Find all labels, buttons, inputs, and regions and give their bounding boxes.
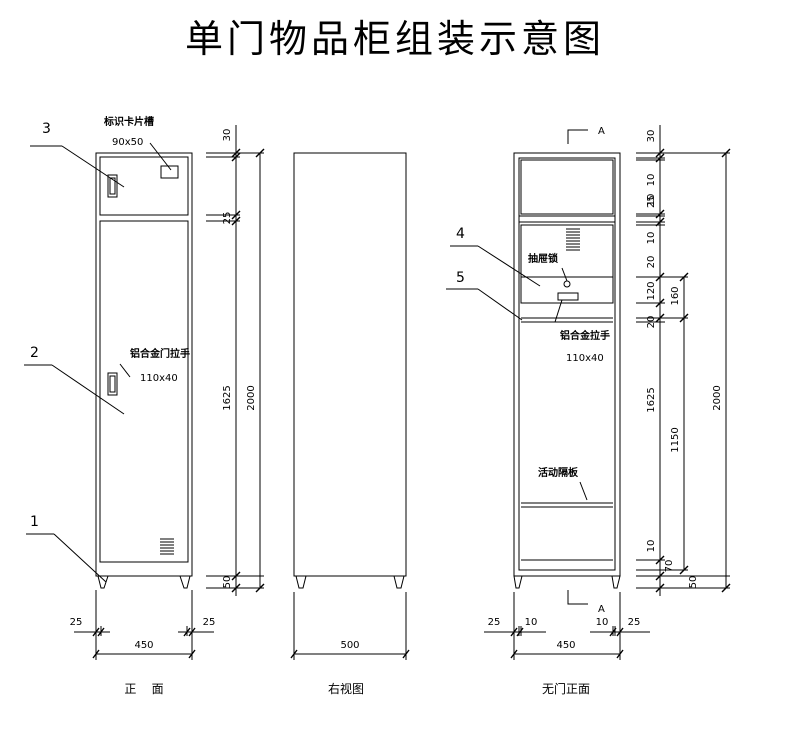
front-dim-25: 25 [222, 212, 233, 225]
open-left-foot [513, 575, 523, 589]
open-dim-10d: 10 [646, 540, 657, 553]
label-card-slot [160, 165, 179, 179]
front-height-dims [206, 125, 265, 596]
open-width-dims [484, 592, 650, 660]
front-dim-w-450: 450 [134, 640, 153, 651]
side-dim-500: 500 [340, 640, 359, 651]
section-mark-bottom [567, 590, 588, 605]
part-number-4: 4 [456, 226, 465, 242]
part-number-2: 2 [30, 345, 39, 361]
front-dim-1625: 1625 [222, 385, 233, 410]
open-dim-w-25-right: 25 [628, 617, 641, 628]
front-dim-w-left: 25 [70, 617, 83, 628]
open-dim-w-25-left: 25 [488, 617, 501, 628]
open-dim-30: 30 [646, 130, 657, 143]
section-a-top: A [598, 126, 605, 137]
open-right-foot [611, 575, 621, 589]
open-dim-10c: 10 [646, 232, 657, 245]
open-front-view [446, 129, 621, 605]
open-body-outline [513, 152, 621, 577]
front-left-foot [97, 575, 109, 589]
front-width-dims [74, 590, 214, 660]
open-dim-25: 25 [646, 195, 657, 208]
part-number-5: 5 [456, 270, 465, 286]
open-dim-w-10-left: 10 [525, 617, 538, 628]
front-dim-50: 50 [222, 576, 233, 589]
open-dim-1625: 1625 [646, 387, 657, 412]
open-dim-20a: 20 [646, 256, 657, 269]
drawer [520, 276, 614, 304]
open-dim-50: 50 [688, 576, 699, 589]
vent-louvers [160, 538, 174, 555]
front-body-outline [95, 152, 193, 577]
main-door-handle [107, 372, 118, 396]
shelf-note: 活动隔板 [538, 466, 579, 479]
drawer-handle [557, 292, 579, 301]
label-slot-size: 90x50 [112, 137, 143, 148]
drawing-title: 单门物品柜组装示意图 [184, 17, 605, 61]
open-dim-2000: 2000 [712, 385, 723, 410]
open-front-caption: 无门正面 [542, 681, 590, 696]
main-door-panel [99, 220, 189, 563]
front-right-foot [179, 575, 191, 589]
top-door-handle [107, 174, 118, 198]
front-view-caption: 正 面 [124, 682, 163, 696]
top-door-handle-inner [109, 177, 116, 195]
top-compartment [520, 159, 614, 215]
section-mark-top [567, 129, 588, 144]
side-right-foot [393, 575, 405, 589]
door-handle-size: 110x40 [140, 373, 178, 384]
drawer-handle-size: 110x40 [566, 353, 604, 364]
side-view-caption: 右视图 [328, 681, 364, 696]
drawer-lock-note: 抽屉锁 [528, 252, 558, 265]
side-body-outline [293, 152, 407, 577]
part-number-3: 3 [42, 121, 51, 137]
open-vent-louvers [566, 228, 580, 251]
side-view [290, 152, 410, 660]
front-dim-2000: 2000 [246, 385, 257, 410]
open-dim-w-10-right: 10 [596, 617, 609, 628]
side-left-foot [295, 575, 307, 589]
open-inner-outline [518, 157, 616, 571]
front-dim-w-right: 25 [203, 617, 216, 628]
part-number-1: 1 [30, 514, 39, 530]
open-dim-10a: 10 [646, 174, 657, 187]
door-handle-note: 铝合金门拉手 [130, 347, 190, 360]
top-door-panel [99, 156, 189, 216]
open-dim-20b: 20 [646, 316, 657, 329]
drawer-handle-note: 铝合金拉手 [560, 329, 610, 342]
drawer-lock [563, 280, 571, 288]
front-dim-30: 30 [222, 129, 233, 142]
open-dim-1150: 1150 [670, 427, 681, 452]
main-door-handle-inner [109, 375, 116, 393]
open-dim-10b: 10 [646, 194, 657, 207]
front-view [24, 142, 193, 589]
open-dim-120: 120 [646, 281, 657, 300]
drawer-recess [520, 224, 614, 278]
open-height-dims [636, 125, 731, 596]
section-a-bottom: A [598, 604, 605, 615]
label-slot-note: 标识卡片槽 [103, 115, 154, 128]
open-dim-160: 160 [670, 286, 681, 305]
open-dim-w-450: 450 [556, 640, 575, 651]
open-dim-70: 70 [664, 560, 675, 573]
